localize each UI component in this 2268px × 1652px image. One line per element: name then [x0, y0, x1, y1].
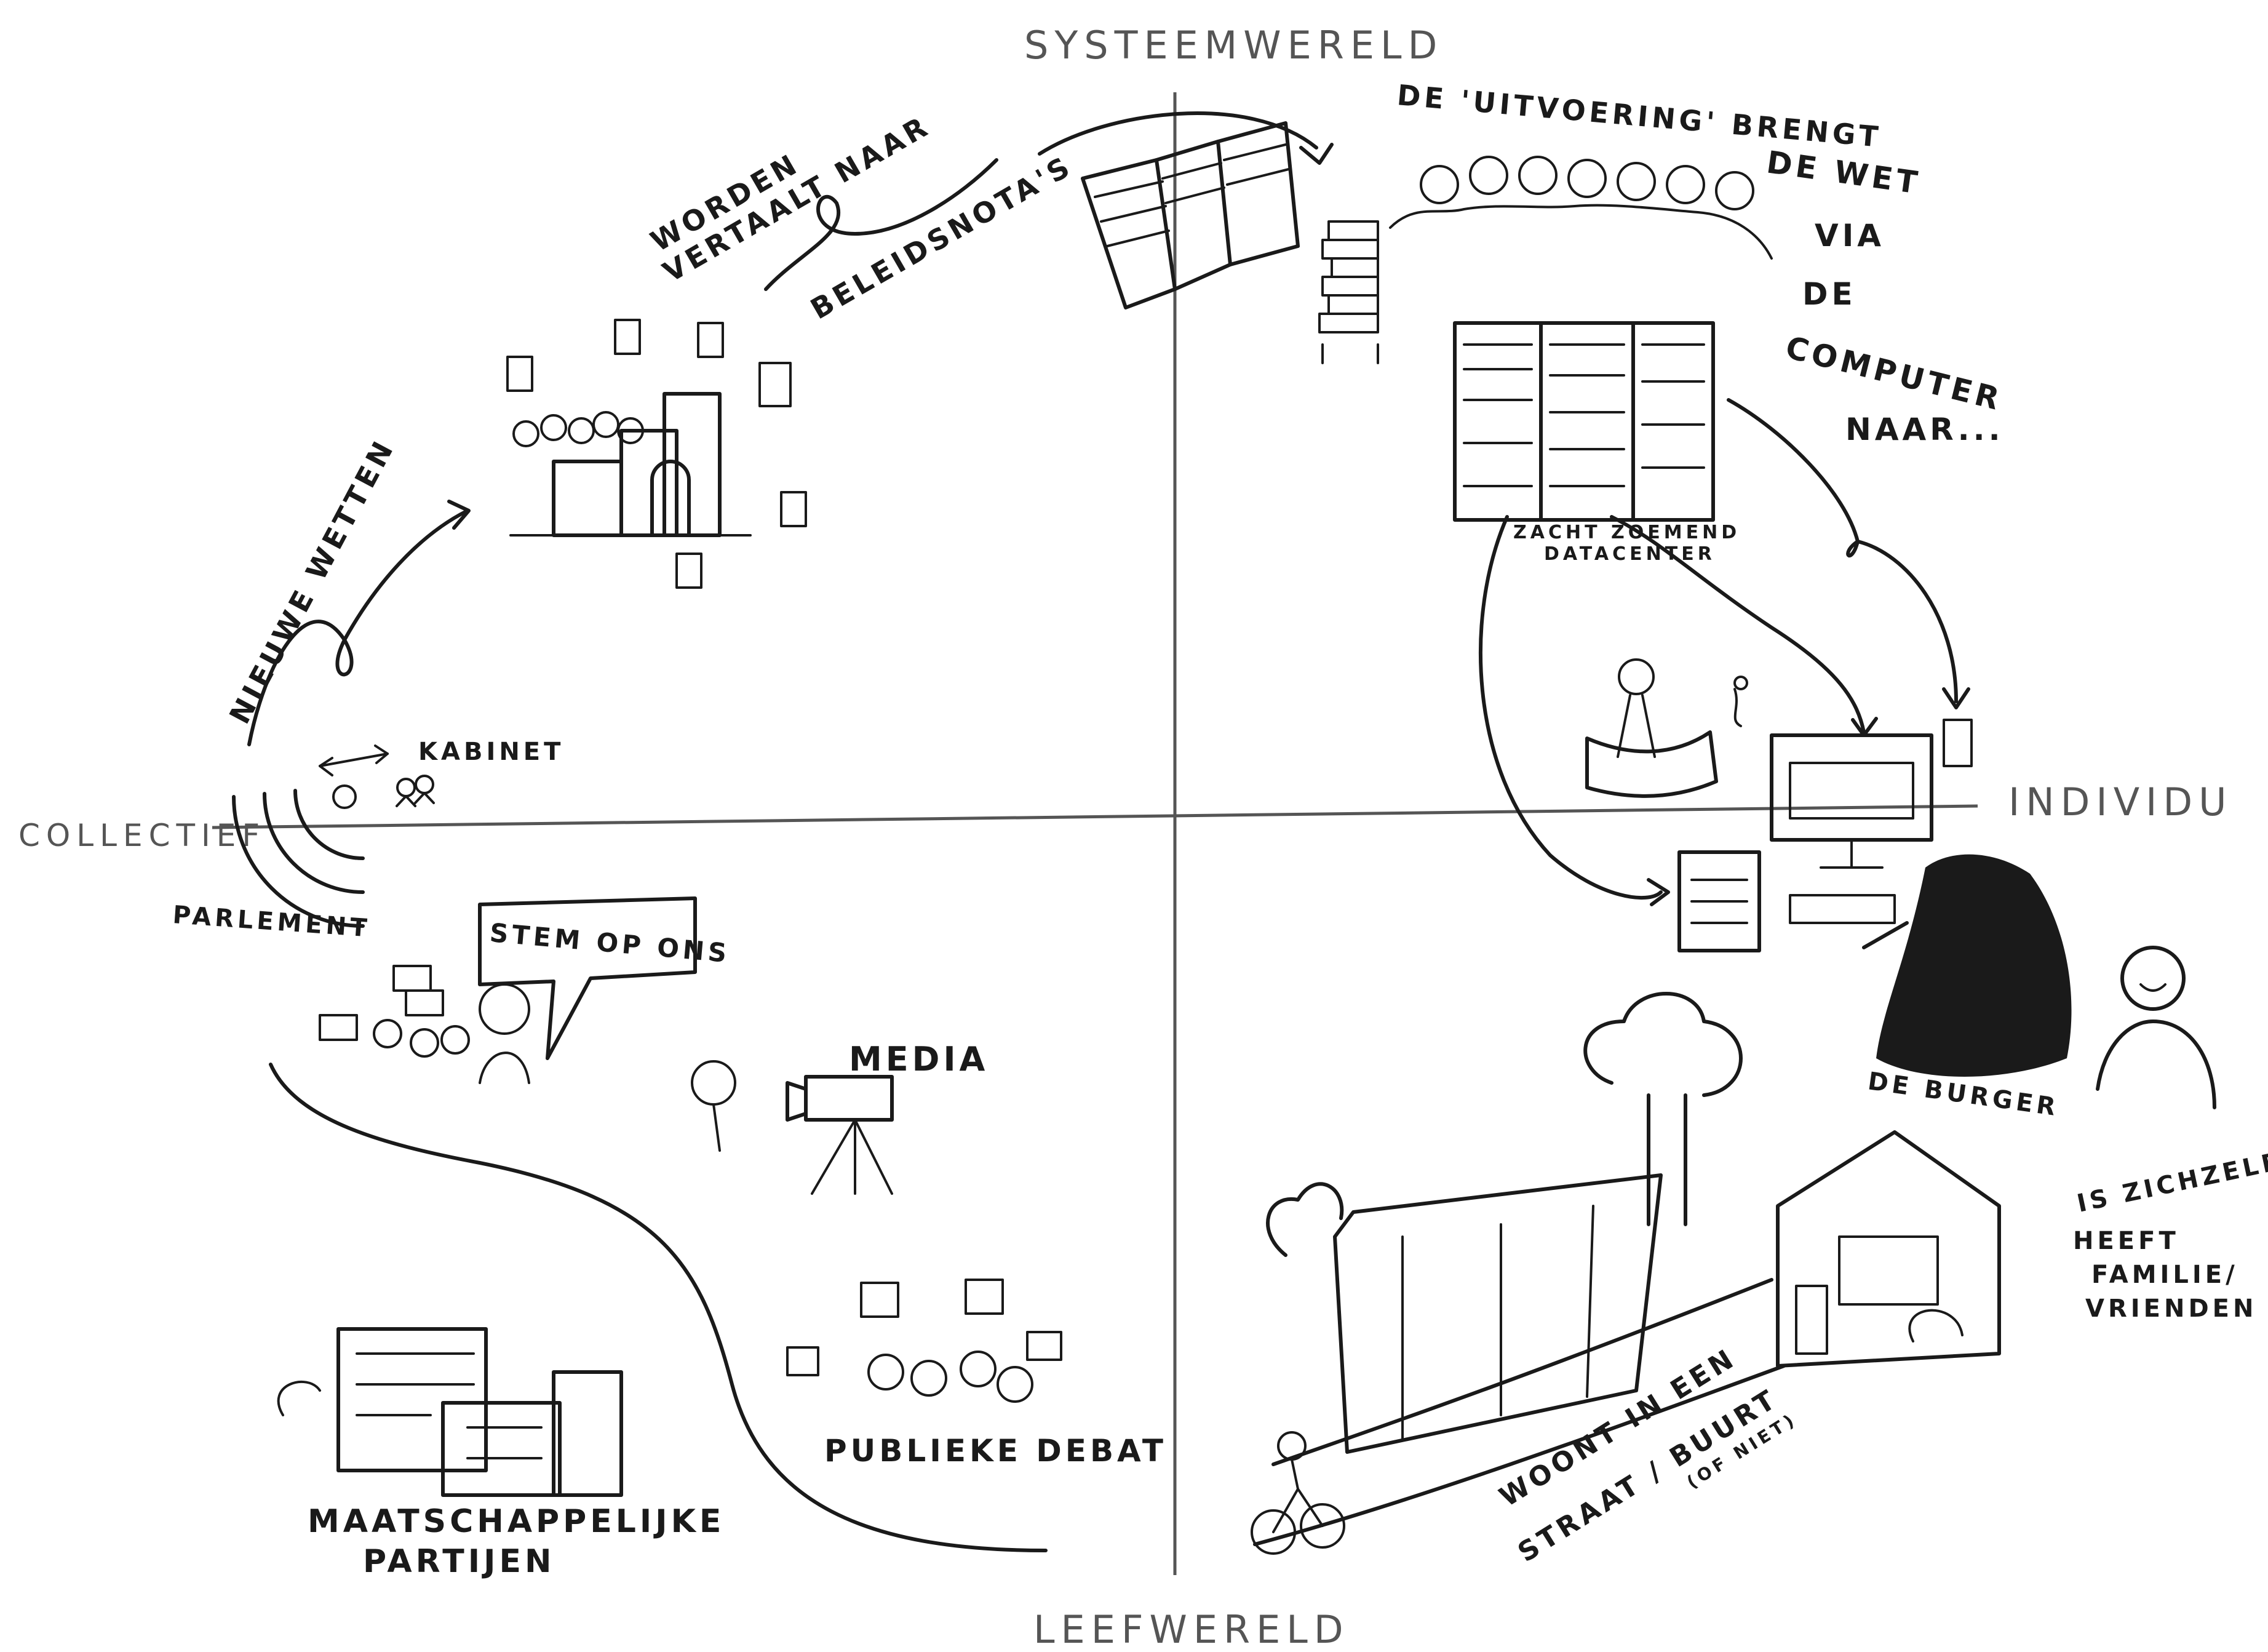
- label-de: DE: [1802, 276, 1856, 312]
- cyclist-icon: [1251, 1431, 1345, 1555]
- arrow-to-phone: [1727, 398, 1958, 703]
- flow-line-nieuwe-wetten: [247, 509, 469, 746]
- media-camera-icon: [691, 1060, 894, 1195]
- label-nieuwe-wetten: NIEUWE WETTEN: [223, 433, 401, 729]
- axis-label-right: INDIVIDU: [2008, 780, 2233, 824]
- label-naar: NAAR...: [1845, 412, 2004, 447]
- parlement-icon: [232, 784, 365, 928]
- label-datacenter-2: DATACENTER: [1544, 543, 1716, 565]
- axis-label-bottom: LEEFWERELD: [1033, 1607, 1350, 1652]
- arrow-to-letter: [1478, 515, 1663, 900]
- filing-cabinets-icon: [1081, 121, 1300, 309]
- arrowhead: [447, 500, 471, 530]
- flow-line-leefwereld: [269, 1063, 1048, 1552]
- tree-icon: [1583, 992, 1743, 1226]
- label-parlement: PARLEMENT: [172, 901, 372, 943]
- letter-icon: [1677, 850, 1761, 952]
- phone-icon: [1733, 676, 1748, 727]
- friend-person-icon: [2096, 946, 2216, 1109]
- arrowhead: [1647, 878, 1670, 906]
- arrowhead: [1942, 687, 1970, 709]
- label-computer: COMPUTER: [1782, 329, 2006, 418]
- flow-line-beleidsnota: [764, 158, 998, 291]
- burger-person-icon: [1862, 854, 2072, 1077]
- label-uitvoering: DE 'UITVOERING' BRENGT: [1396, 78, 1883, 154]
- kabinet-icon: [319, 744, 435, 807]
- protest-group-icon: [319, 965, 530, 1084]
- row-houses-icon: [1333, 1173, 1663, 1454]
- label-kabinet: KABINET: [418, 738, 564, 766]
- label-partijen: PARTIJEN: [363, 1543, 555, 1580]
- clerk-desk-icon: [1585, 658, 1718, 798]
- label-via: VIA: [1815, 218, 1885, 253]
- label-datacenter-1: ZACHT ZOEMEND: [1513, 522, 1740, 543]
- label-familie: FAMILIE/: [2091, 1261, 2238, 1289]
- label-heeft: HEEFT: [2073, 1227, 2179, 1255]
- label-maatschappelijke: MAATSCHAPPELIJKE: [308, 1503, 725, 1540]
- uitvoering-crowd-icon: [1389, 156, 1773, 260]
- label-media: MEDIA: [849, 1040, 989, 1079]
- tree-left-icon: [1266, 1182, 1344, 1257]
- smartphone-icon: [1943, 719, 1973, 767]
- label-vrienden: VRIENDEN: [2085, 1295, 2257, 1323]
- axis-label-top: SYSTEEMWERELD: [1024, 23, 1443, 68]
- ministry-buildings-icon: [509, 392, 752, 537]
- stem-op-ons-bubble: [478, 896, 697, 1060]
- document-icons: [506, 319, 807, 589]
- horizontal-axis: [212, 804, 1978, 829]
- axis-label-left: COLLECTIEF: [18, 818, 266, 853]
- datacenter-icon: [1453, 321, 1715, 522]
- road-icon: [1253, 1278, 1786, 1546]
- arrow-to-screen: [1610, 515, 1866, 734]
- publieke-debat-icon: [786, 1279, 1062, 1403]
- arrowhead: [1299, 143, 1334, 165]
- partijen-buildings-icon: [277, 1327, 623, 1497]
- book-stack-icon: [1318, 220, 1379, 364]
- detached-house-icon: [1776, 1130, 2001, 1368]
- label-publieke-debat: PUBLIEKE DEBAT: [824, 1433, 1167, 1469]
- label-is-zichzelf: IS ZICHZELF!: [2075, 1144, 2268, 1218]
- computer-icon: [1770, 733, 1933, 924]
- label-de-wet: DE WET: [1764, 144, 1923, 201]
